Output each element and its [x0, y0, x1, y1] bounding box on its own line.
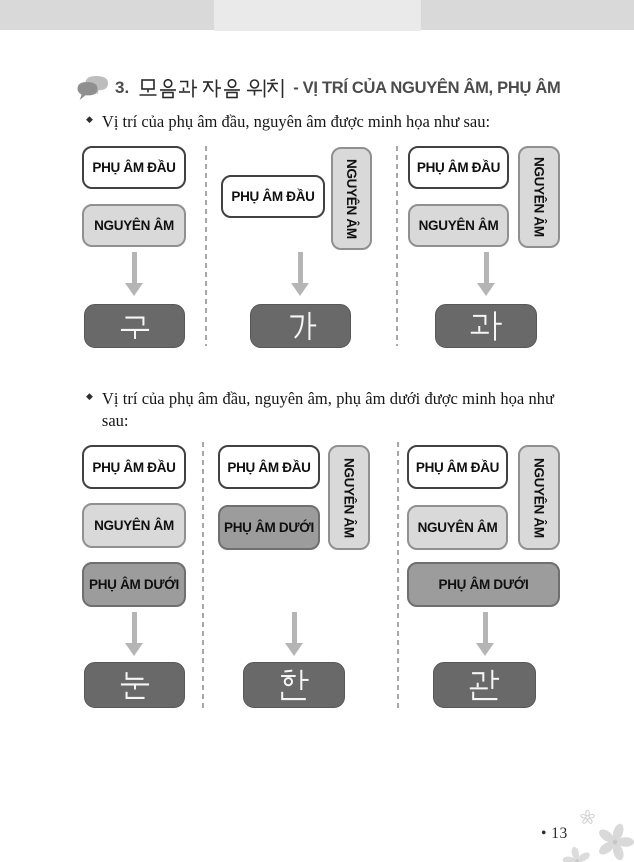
box-initial-consonant: PHỤ ÂM ĐẦU	[82, 146, 186, 189]
hangul-gwan-glyph	[469, 669, 499, 701]
bullet-text-1: Vị trí của phụ âm đầu, nguyên âm được mi…	[101, 112, 491, 131]
speech-bubbles-icon	[77, 76, 108, 100]
result-syllable-ga	[250, 304, 351, 348]
result-syllable-gwan	[433, 662, 536, 708]
box-vowel: NGUYÊN ÂM	[407, 505, 508, 550]
arrow-down-icon	[285, 612, 303, 656]
box-vowel-vertical: NGUYÊN ÂM	[518, 445, 560, 550]
box-initial-consonant: PHỤ ÂM ĐẦU	[407, 445, 508, 489]
section-number: 3.	[115, 78, 130, 97]
bullet-intro-1: ◆ Vị trí của phụ âm đầu, nguyên âm được …	[86, 111, 566, 133]
arrow-down-icon	[477, 252, 495, 296]
dashed-divider	[397, 442, 399, 712]
page-number: • 13	[541, 825, 568, 842]
box-vowel-vertical: NGUYÊN ÂM	[518, 146, 560, 248]
korean-title-glyphs	[139, 78, 284, 98]
cherry-blossom-icon	[599, 823, 634, 861]
result-syllable-gu	[84, 304, 185, 348]
result-syllable-nun	[84, 662, 185, 708]
hangul-han-glyph	[281, 669, 309, 701]
bullet-intro-2: ◆ Vị trí của phụ âm đầu, nguyên âm, phụ …	[86, 388, 566, 432]
hangul-gu-glyph	[120, 316, 149, 339]
hangul-nun-glyph	[120, 672, 149, 699]
top-bar-middle	[214, 0, 421, 31]
box-final-consonant: PHỤ ÂM DƯỚI	[82, 562, 186, 607]
hangul-gwa-glyph	[470, 311, 502, 341]
top-bar-left	[0, 0, 214, 30]
box-vowel-vertical: NGUYÊN ÂM	[331, 147, 372, 250]
diamond-bullet-icon: ◆	[86, 392, 93, 402]
result-syllable-gwa	[435, 304, 537, 348]
dashed-divider	[202, 442, 204, 712]
box-initial-consonant: PHỤ ÂM ĐẦU	[221, 175, 325, 218]
box-final-consonant-wide: PHỤ ÂM DƯỚI	[407, 562, 560, 607]
box-initial-consonant: PHỤ ÂM ĐẦU	[408, 146, 509, 189]
box-vowel: NGUYÊN ÂM	[82, 204, 186, 247]
box-initial-consonant: PHỤ ÂM ĐẦU	[218, 445, 320, 489]
section-title-vietnamese: - VỊ TRÍ CỦA NGUYÊN ÂM, PHỤ ÂM	[293, 78, 561, 97]
box-final-consonant: PHỤ ÂM DƯỚI	[218, 505, 320, 550]
section-heading: 3. - VỊ TRÍ CỦA NGUYÊN ÂM, PHỤ ÂM	[76, 72, 561, 104]
cherry-blossom-icon	[562, 846, 590, 862]
arrow-down-icon	[125, 612, 143, 656]
top-bar-right	[421, 0, 634, 30]
box-initial-consonant: PHỤ ÂM ĐẦU	[82, 445, 186, 489]
diamond-bullet-icon: ◆	[86, 115, 93, 125]
section-title-korean	[138, 78, 288, 99]
hangul-ga-glyph	[289, 311, 316, 341]
box-vowel-vertical: NGUYÊN ÂM	[328, 445, 370, 550]
dashed-divider	[205, 146, 207, 346]
dashed-divider	[396, 146, 398, 346]
arrow-down-icon	[125, 252, 143, 296]
box-vowel: NGUYÊN ÂM	[82, 503, 186, 548]
arrow-down-icon	[291, 252, 309, 296]
flower-outline-icon	[580, 810, 595, 824]
result-syllable-han	[243, 662, 345, 708]
bullet-text-2: Vị trí của phụ âm đầu, nguyên âm, phụ âm…	[101, 389, 554, 430]
arrow-down-icon	[476, 612, 494, 656]
box-vowel: NGUYÊN ÂM	[408, 204, 509, 247]
